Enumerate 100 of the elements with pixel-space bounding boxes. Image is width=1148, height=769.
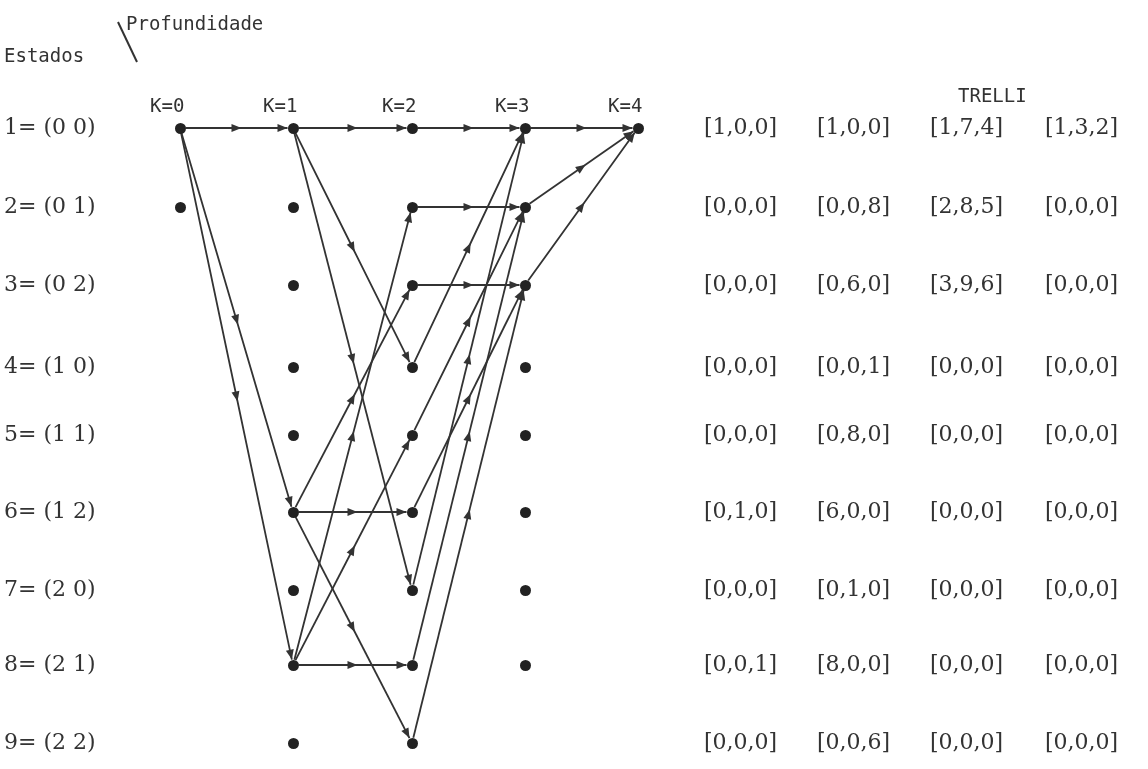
state-dot	[406, 429, 418, 441]
table-cell: [1,3,2]	[1045, 116, 1119, 138]
table-cell: [0,0,6]	[817, 731, 891, 753]
table-cell: [1,0,0]	[817, 116, 891, 138]
state-dot	[287, 506, 299, 518]
table-cell: [0,0,0]	[930, 578, 1004, 600]
state-dot	[406, 506, 418, 518]
state-dot	[287, 584, 299, 596]
arrow	[293, 132, 412, 586]
state-dot	[406, 737, 418, 749]
state-label: 1= (0 0)	[4, 116, 96, 138]
table-cell: [0,0,0]	[1045, 423, 1119, 445]
table-cell: [0,0,0]	[1045, 578, 1119, 600]
table-cell: [0,8,0]	[817, 423, 891, 445]
table-cell: [0,0,0]	[1045, 500, 1119, 522]
arrow	[412, 211, 526, 661]
table-cell: [0,0,0]	[704, 273, 778, 295]
state-dot	[519, 201, 531, 213]
table-cell: [0,0,0]	[1045, 195, 1119, 217]
table-cell: [6,0,0]	[817, 500, 891, 522]
table-cell: [0,0,0]	[1045, 355, 1119, 377]
state-dot	[287, 279, 299, 291]
arrow	[416, 203, 521, 211]
state-dot	[287, 659, 299, 671]
arrow	[293, 211, 412, 661]
arrow	[529, 124, 634, 132]
arrow	[416, 281, 521, 289]
column-header: K=0	[150, 96, 185, 115]
table-title: TRELLI	[958, 86, 1027, 105]
table-cell: [0,0,8]	[817, 195, 891, 217]
arrow	[297, 661, 408, 669]
table-cell: [0,0,0]	[930, 355, 1004, 377]
state-dot	[406, 279, 418, 291]
arrow	[412, 289, 526, 739]
state-dot	[519, 506, 531, 518]
state-dot	[287, 201, 299, 213]
table-cell: [0,0,0]	[930, 653, 1004, 675]
state-dot	[406, 584, 418, 596]
state-dot	[519, 584, 531, 596]
table-cell: [0,0,0]	[704, 731, 778, 753]
state-dot	[519, 122, 531, 134]
table-cell: [0,0,0]	[1045, 731, 1119, 753]
table-cell: [0,0,0]	[930, 731, 1004, 753]
state-dot	[287, 361, 299, 373]
state-label: 8= (2 1)	[4, 653, 96, 675]
state-dot	[287, 737, 299, 749]
table-cell: [0,0,0]	[704, 195, 778, 217]
table-cell: [0,0,0]	[930, 423, 1004, 445]
arrow	[413, 132, 524, 363]
table-cell: [0,0,0]	[704, 355, 778, 377]
column-header: K=3	[495, 96, 530, 115]
state-label: 5= (1 1)	[4, 423, 96, 445]
arrow	[184, 124, 289, 132]
state-dot	[287, 429, 299, 441]
state-label: 4= (1 0)	[4, 355, 96, 377]
table-cell: [0,1,0]	[817, 578, 891, 600]
table-cell: [0,1,0]	[704, 500, 778, 522]
table-cell: [2,8,5]	[930, 195, 1004, 217]
state-dot	[406, 201, 418, 213]
arrow	[294, 516, 411, 739]
arrow	[528, 130, 635, 205]
table-cell: [0,0,0]	[1045, 653, 1119, 675]
state-label: 6= (1 2)	[4, 500, 96, 522]
axis-title: Profundidade	[126, 14, 264, 33]
arrow	[180, 132, 293, 508]
state-dot	[632, 122, 644, 134]
axis-title: Estados	[4, 46, 85, 65]
table-cell: [0,0,0]	[1045, 273, 1119, 295]
state-dot	[519, 429, 531, 441]
arrow	[294, 132, 411, 363]
table-cell: [0,0,0]	[704, 578, 778, 600]
arrow	[297, 508, 408, 516]
column-header: K=4	[608, 96, 643, 115]
arrow	[180, 132, 294, 661]
state-dot	[406, 659, 418, 671]
state-dot	[519, 361, 531, 373]
table-cell: [8,0,0]	[817, 653, 891, 675]
arrow	[412, 132, 526, 586]
state-label: 7= (2 0)	[4, 578, 96, 600]
state-dot	[519, 659, 531, 671]
arrow	[413, 211, 524, 431]
table-cell: [0,0,1]	[817, 355, 891, 377]
state-dot	[174, 201, 186, 213]
table-cell: [3,9,6]	[930, 273, 1004, 295]
arrow	[297, 124, 408, 132]
state-dot	[174, 122, 186, 134]
table-cell: [0,0,0]	[704, 423, 778, 445]
table-cell: [1,0,0]	[704, 116, 778, 138]
arrow	[294, 439, 411, 661]
state-label: 2= (0 1)	[4, 195, 96, 217]
state-dot	[406, 122, 418, 134]
table-cell: [0,0,0]	[930, 500, 1004, 522]
table-cell: [0,0,1]	[704, 653, 778, 675]
state-dot	[406, 361, 418, 373]
arrow	[527, 131, 636, 282]
state-label: 9= (2 2)	[4, 731, 96, 753]
table-cell: [1,7,4]	[930, 116, 1004, 138]
state-dot	[519, 279, 531, 291]
column-header: K=1	[263, 96, 298, 115]
arrow	[294, 288, 411, 509]
